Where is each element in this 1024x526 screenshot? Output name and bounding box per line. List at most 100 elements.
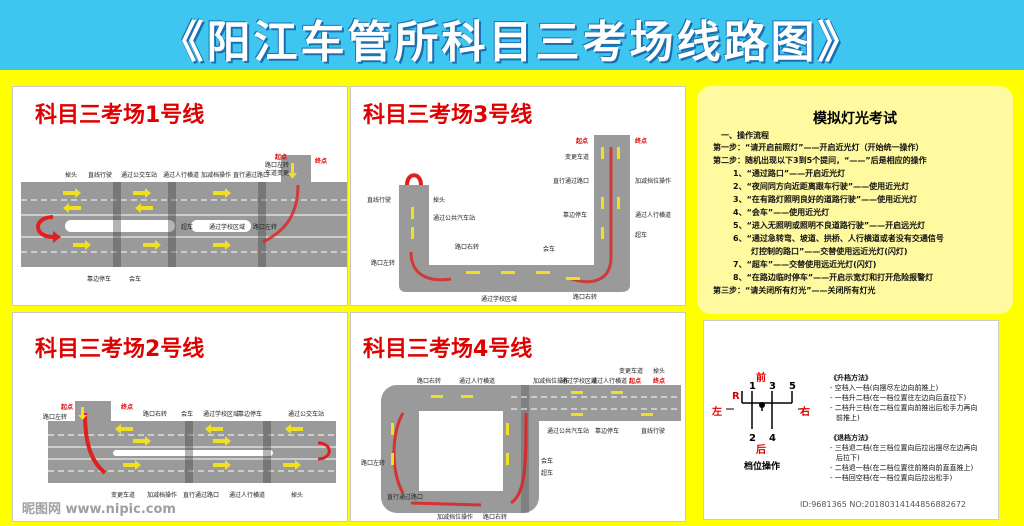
route-3-label: 变更车道 [565,153,589,161]
route-3-label: 超车 [635,231,647,239]
route-1-label: 直行通过路口 [233,171,269,179]
gear-front: 前 [756,371,766,384]
gear-up-title: 《升档方法》 [830,374,872,382]
route-2-label: 通过人行横道 [229,491,265,499]
gear-panel: 前 后 左 右 R 1 3 5 2 4 档位操作 《升档方法》 - 空档入一档(… [703,320,999,520]
header-bar: 《阳江车管所科目三考场线路图》 [0,0,1024,70]
route-1-panel: 科目三考场1号线 起点 终点 掉头 直线行驶 通过公交车站 [12,86,348,306]
light-exam-line: 1、“通过路口”——开启近光灯 [733,169,846,178]
light-exam-title: 模拟灯光考试 [813,111,897,127]
watermark-logo: 昵图网 www.nipic.com [22,502,176,517]
gear-3: 3 [769,381,776,392]
gear-down-title: 《退档方法》 [830,434,872,442]
route-2-label: 路口右转 [143,410,167,418]
route-2-label: 掉头 [291,491,303,499]
route-2-label: 会车 [181,410,193,418]
route-1-label: 直线行驶 [88,171,112,179]
route-2-start: 起点 [60,403,73,411]
light-exam-line: 第二步：随机出现以下3到5个提问，“——”后是相应的操作 [713,156,927,165]
gear-down-line: - 一档回空档(在一档位置向后拉出松手) [830,474,953,482]
route-4-label: 超车 [541,469,553,477]
route-4-label: 路口左转 [361,459,385,467]
route-2-label: 直行通过路口 [183,491,219,499]
route-1-label: 超车 [181,223,193,231]
route-3-label: 路口右转 [573,293,597,301]
route-4-title: 科目三考场4号线 [363,337,533,362]
route-2-label: 路口左转 [43,413,67,421]
gear-caption: 档位操作 [744,460,780,472]
route-4-label: 通过人行横道 [459,377,495,385]
route-2-label: 靠边停车 [238,410,262,418]
route-3-label: 路口左转 [371,259,395,267]
route-4-panel: 科目三考场4号线 起点 终点 路口右转 通过人行横道 加减挡位操作 通过学校区域… [350,312,686,522]
gear-diagram: 前 后 左 右 R 1 3 5 2 4 档位操作 [711,371,810,472]
route-3-start: 起点 [575,137,588,145]
route-4-label: 会车 [541,457,553,465]
route-4-label: 掉头 [653,367,665,375]
gear-up-line: - 一档升二档(在一档位置往左边向后直拉下) [830,394,967,402]
gear-down-line: 后拉下) [836,454,860,462]
route-4-label: 通过公共汽车站 [547,427,589,435]
light-exam-line: 7、“超车”——交替使用远近光灯(闪灯) [733,260,877,269]
route-1-label: 通过人行横道 [163,171,199,179]
route-4-label: 直线行驶 [641,427,665,435]
route-4-label: 直行通过路口 [387,493,423,501]
route-3-map: 起点 终点 变更车道 直行通过路口 加减挡位操作 直线行驶 掉头 通过公共汽车站… [367,135,671,303]
route-2-end: 终点 [120,403,133,411]
route-2-label: 加减档操作 [147,491,177,499]
light-exam-line: 3、“在有路灯照明良好的道路行驶”——使用近光灯 [733,195,918,204]
gear-reverse: R [732,391,740,402]
light-exam-line: 6、“通过急转弯、坡道、拱桥、人行横道或者没有交通信号 [733,234,944,243]
route-1-end: 终点 [314,157,327,165]
route-1-label: 车道变更 [265,169,289,177]
route-1-label: 路口左转 [265,161,289,169]
light-exam-line: 5、“进入无照明或照明不良道路行驶”——开启远光灯 [733,221,926,230]
light-exam-line: 第一步：“请开启前照灯”——开启近光灯（开始统一操作） [713,143,924,152]
route-1-label: 路口左转 [253,223,277,231]
route-3-label: 直行通过路口 [553,177,589,185]
route-2-map: 起点 终点 路口左转 路口右转 会车 通过学校区域 靠边停车 通过公交车站 变更… [43,401,336,499]
route-3-label: 靠边停车 [563,211,587,219]
route-1-map: 起点 终点 掉头 直线行驶 通过公交车站 通过人行横道 加减档操作 直行通过路口… [21,153,347,283]
route-4-label: 路口右转 [417,377,441,385]
route-4-start: 起点 [628,377,641,385]
route-1-label: 会车 [129,275,141,283]
gear-4: 4 [769,433,776,444]
route-3-label: 加减挡位操作 [635,177,671,185]
route-4-label: 加减挡位操作 [533,377,569,385]
gear-down-line: - 二档退一档(在二档位置往前推向前直直推上) [830,464,974,472]
route-3-label: 直线行驶 [367,196,391,204]
gear-down-line: - 三档退二档(在三档位置向后拉出摆尽左边再向 [830,444,978,452]
route-3-label: 通过公共汽车站 [433,214,475,222]
route-2-title: 科目三考场2号线 [35,337,205,362]
route-1-label: 加减档操作 [201,171,231,179]
light-exam-line: 4、“会车”——使用近光灯 [733,208,830,217]
gear-right: 右 [799,405,810,418]
route-2-label: 通过公交车站 [288,410,324,418]
route-3-label: 掉头 [433,196,445,204]
gear-5: 5 [789,381,796,392]
route-4-label: 通过人行横道 [591,377,627,385]
route-4-label: 加减挡位操作 [437,513,473,521]
light-exam-line: 8、“在路边临时停车”——开启示宽灯和打开危险报警灯 [733,273,934,282]
route-4-end: 终点 [652,377,665,385]
gear-up-line: - 二档升三档(在二档位置向前推出后松手力再向 [830,404,978,412]
route-4-label: 路口右转 [483,513,507,521]
page-title: 《阳江车管所科目三考场线路图》 [159,17,865,68]
route-4-label: 通过学校区域 [561,377,597,385]
gear-up-line: - 空档入一档(向摆尽左边向前推上) [830,384,939,392]
light-exam-line: 灯控制的路口”——交替使用远近光灯(闪灯) [751,247,908,256]
route-3-label: 会车 [543,245,555,253]
light-exam-line: 一、操作流程 [721,131,769,140]
route-2-label: 变更车道 [111,491,135,499]
route-1-title: 科目三考场1号线 [35,103,205,128]
gear-back: 后 [756,443,766,456]
gear-left: 左 [711,405,722,418]
route-3-label: 通过学校区域 [481,295,517,303]
route-3-label: 路口右转 [455,243,479,251]
gear-1: 1 [749,381,756,392]
route-1-start: 起点 [274,153,287,161]
route-4-label: 靠边停车 [595,427,619,435]
route-1-label: 通过公交车站 [121,171,157,179]
route-1-label: 靠边停车 [87,275,111,283]
